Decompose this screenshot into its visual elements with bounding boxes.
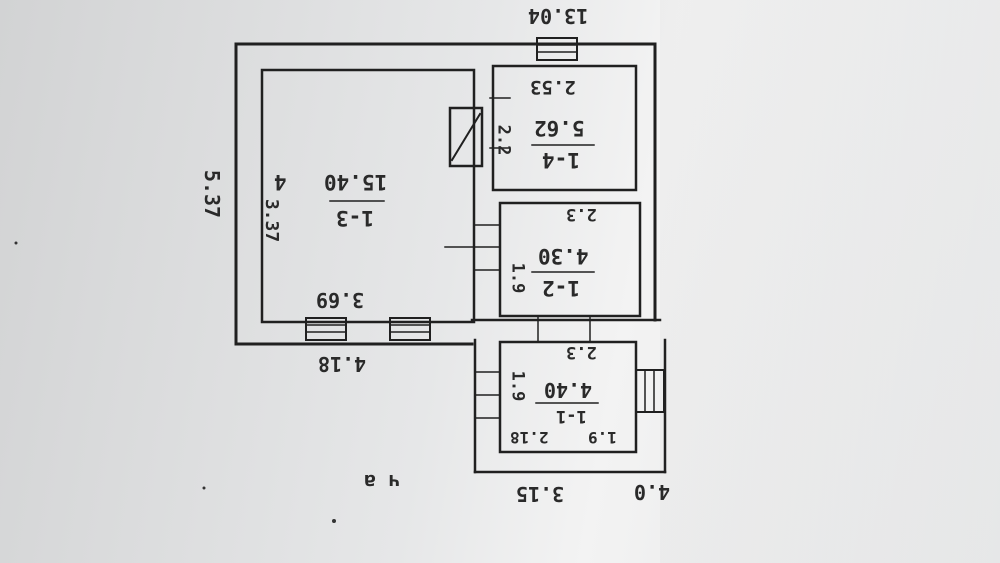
dim-left-height: 5.37	[200, 169, 225, 219]
room-1-3-id: 1-3	[336, 206, 374, 230]
dim-top-width: 13.04	[528, 4, 589, 28]
annotation-bottom-marks: ч а	[364, 470, 401, 494]
room-1-3-area: 15.40	[324, 170, 388, 194]
window-top	[536, 37, 578, 61]
room-1-4-area: 5.62	[534, 116, 585, 140]
window-right	[635, 369, 665, 413]
dim-room-top-right-width: 2.53	[530, 76, 576, 98]
dim-bottom-far-right: 4.0	[634, 480, 671, 504]
window-bottom-1	[305, 317, 347, 341]
dim-room-low-height: 1.9	[507, 370, 528, 402]
room-1-3-outline	[260, 68, 476, 324]
room-1-1-id: 1-1	[556, 406, 587, 426]
room-1-2-id: 1-2	[542, 276, 580, 300]
dim-bottom-right-width: 3.15	[516, 482, 565, 506]
room-1-2-outline	[498, 201, 642, 318]
dim-bottom-left-width: 4.18	[318, 352, 367, 376]
stove-symbol	[448, 106, 484, 168]
pencil-dot	[332, 519, 336, 523]
dim-room-low-height-b: 1.9	[588, 428, 617, 447]
room-1-4-id: 1-4	[542, 148, 580, 172]
dim-room-mid-height: 1.9	[507, 262, 528, 294]
dim-room-low-width-b: 2.18	[510, 428, 549, 447]
dim-room-top-right-height: 2.2	[493, 124, 514, 156]
dim-room-left-width: 3.69	[316, 288, 365, 312]
dim-room-low-width: 2.3	[566, 342, 597, 362]
paper-edge-shade	[660, 0, 1000, 563]
dim-room-mid-width: 2.3	[566, 204, 597, 224]
window-bottom-2	[389, 317, 431, 341]
dim-room-left-height: 3.37	[261, 198, 283, 243]
room-1-4-outline	[491, 64, 638, 192]
room-1-1-area: 4.40	[544, 378, 593, 402]
annotation-left-extra: 4	[274, 170, 287, 194]
room-1-2-area: 4.30	[538, 244, 589, 268]
